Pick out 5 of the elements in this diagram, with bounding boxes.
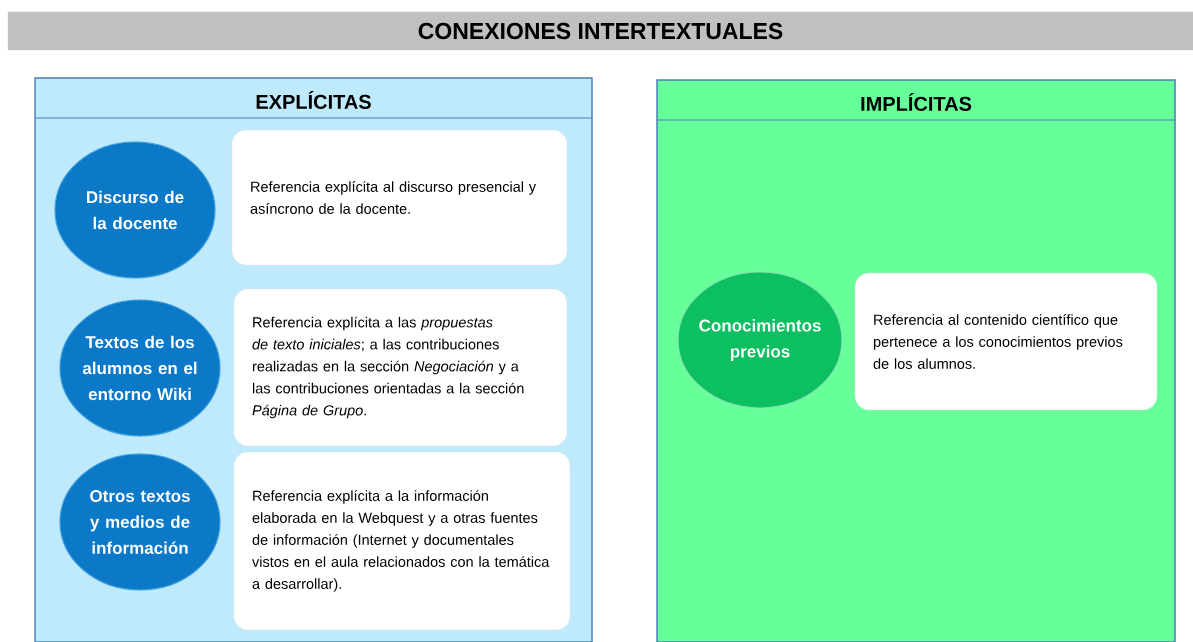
text-card: Referencia explícita a las propuestas de texto iniciales; a las contribuciones realizadas en la sección Negociación y a las contribuciones orientadas a la sección Página de Grupo. <box>233 288 568 447</box>
title-bar: CONEXIONES INTERTEXTUALES <box>7 11 1193 51</box>
text-card: Referencia al contenido científico que pertenece a los conocimientos previos de los alumnos. <box>854 272 1158 411</box>
text-card: Referencia explícita a la información elaborada en la Webquest y a otras fuentes de información (Internet y documentales vistos en el aula relacionados con la temática a desarrollar). <box>233 451 571 631</box>
text-card: Referencia explícita al discurso presencial y asíncrono de la docente. <box>231 129 568 266</box>
